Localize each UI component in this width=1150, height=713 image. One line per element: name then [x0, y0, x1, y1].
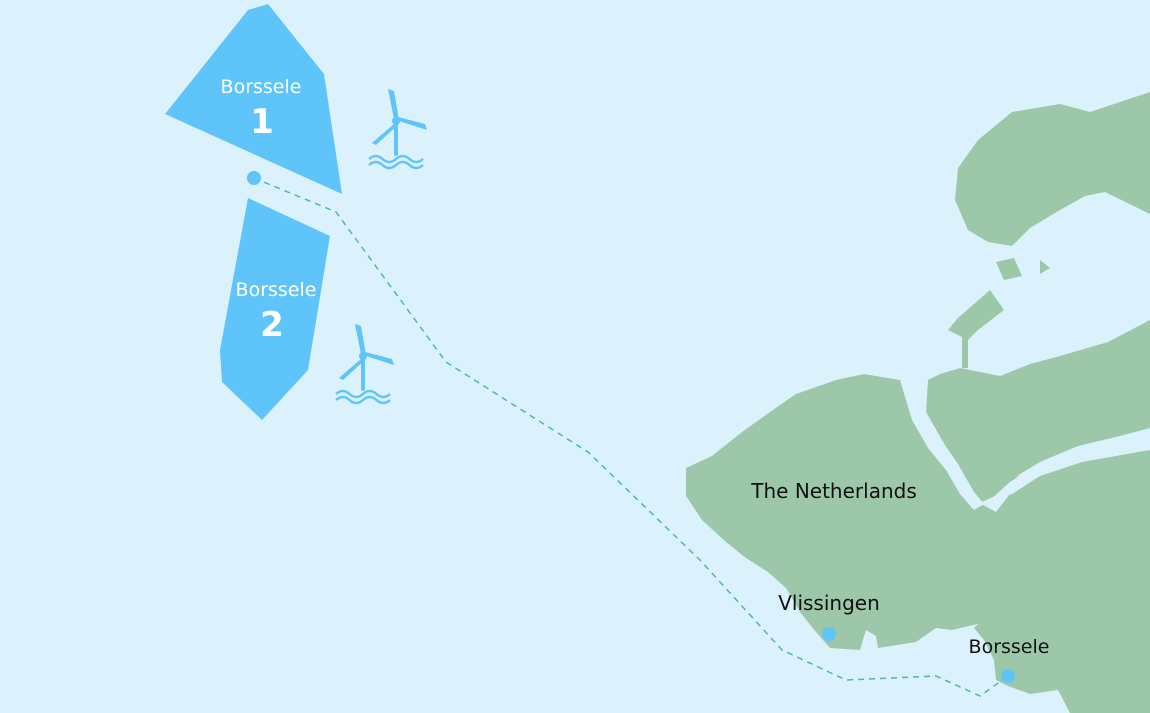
city-label-vlissingen: Vlissingen: [778, 591, 880, 615]
wind-zone-2-number: 2: [260, 305, 284, 345]
channel-east: [990, 436, 1150, 500]
country-label: The Netherlands: [750, 479, 916, 503]
offshore-wind-turbine-icon: [335, 324, 394, 405]
wind-zone-2-name: Borssele: [236, 279, 317, 301]
land-islet-1: [996, 258, 1022, 280]
substation-marker: [247, 171, 261, 185]
land-north-island: [955, 92, 1150, 246]
vlissingen-marker: [822, 627, 836, 641]
waterways: [900, 378, 1150, 510]
land-mainland: [686, 374, 1150, 713]
landing-point-label: Borssele: [969, 636, 1050, 658]
wind-zone-1-number: 1: [250, 102, 274, 142]
wind-farm-zones: [165, 4, 342, 420]
land-islet-2: [1040, 260, 1050, 274]
export-cable-route: [253, 177, 1009, 697]
wind-zone-borssele-1: [165, 4, 342, 194]
wind-zone-1-name: Borssele: [221, 76, 302, 98]
borssele-landing-marker: [1001, 669, 1015, 683]
land-islet-3: [948, 290, 1004, 340]
wind-zone-borssele-2: [220, 198, 330, 420]
land-dam: [962, 336, 968, 368]
land: [686, 92, 1150, 713]
offshore-wind-turbine-icon: [368, 89, 427, 170]
channel-veerse: [900, 378, 984, 510]
land-walcheren: [926, 320, 1150, 502]
